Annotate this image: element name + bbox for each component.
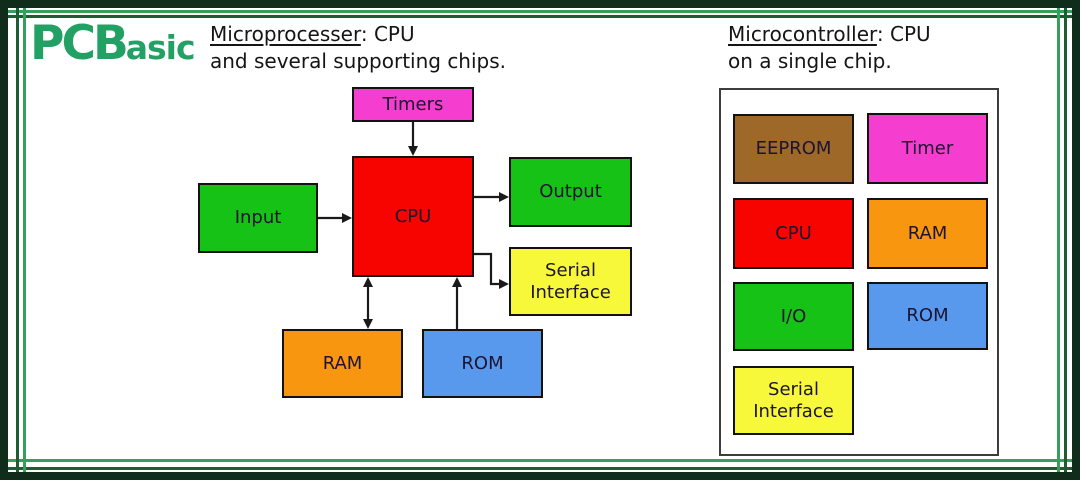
block-label: ROM xyxy=(461,352,504,374)
block-serial-interface: Serial Interface xyxy=(509,247,632,316)
block-ram: RAM xyxy=(282,329,403,398)
block-label: I/O xyxy=(780,305,807,327)
chip-block-serial-interface: Serial Interface xyxy=(733,366,854,435)
arrow-cpu-ram-bidirectional xyxy=(363,277,373,329)
frame-line-left-bright xyxy=(23,8,26,472)
block-label: Serial Interface xyxy=(753,378,834,422)
microcontroller-heading: Microcontroller: CPU on a single chip. xyxy=(728,21,931,75)
heading-line1: Microprocesser: CPU xyxy=(210,21,506,48)
block-label: Timers xyxy=(382,93,444,115)
block-label: Serial Interface xyxy=(530,259,611,303)
heading-term: Microprocesser xyxy=(210,22,361,46)
block-cpu: CPU xyxy=(352,156,474,277)
chip-block-timer: Timer xyxy=(867,113,988,184)
arrow-rom-to-cpu xyxy=(452,277,462,329)
heading-rest: : CPU xyxy=(876,22,931,46)
block-label: RAM xyxy=(322,352,363,374)
frame-line-top-bright xyxy=(8,10,1072,13)
frame-line-right-bright xyxy=(1057,8,1060,472)
chip-block-ram: RAM xyxy=(867,198,988,269)
block-label: CPU xyxy=(775,222,812,244)
block-input: Input xyxy=(198,183,318,253)
chip-block-rom: ROM xyxy=(867,282,988,350)
block-label: Timer xyxy=(901,137,954,159)
pcbasic-logo: PCBasic xyxy=(30,20,196,67)
block-label: Input xyxy=(234,207,282,228)
heading-line2: on a single chip. xyxy=(728,49,892,73)
block-timers: Timers xyxy=(352,87,474,122)
single-chip-container: EEPROM Timer CPU RAM I/O ROM Serial Inte… xyxy=(719,88,999,456)
frame-line-left-dark xyxy=(16,8,19,472)
block-label: CPU xyxy=(394,205,432,227)
arrow-cpu-to-serial xyxy=(474,252,509,289)
arrow-timers-to-cpu xyxy=(408,122,418,156)
arrow-cpu-to-output xyxy=(474,192,509,202)
block-label: RAM xyxy=(907,222,948,244)
logo-text-suffix: asic xyxy=(125,28,196,67)
chip-block-cpu: CPU xyxy=(733,198,854,269)
heading-line2: and several supporting chips. xyxy=(210,49,507,73)
frame-line-right-dark xyxy=(1064,8,1067,472)
logo-text-main: PCB xyxy=(30,16,129,71)
heading-line1: Microcontroller: CPU xyxy=(728,21,931,48)
arrow-input-to-cpu xyxy=(318,213,352,223)
frame-line-bottom-bright xyxy=(8,459,1072,462)
block-output: Output xyxy=(509,157,632,227)
heading-term: Microcontroller xyxy=(728,22,877,46)
block-label: EEPROM xyxy=(755,138,832,159)
microprocessor-heading: Microprocesser: CPU and several supporti… xyxy=(210,21,506,75)
block-rom: ROM xyxy=(422,329,543,398)
frame-line-bottom-dark xyxy=(8,467,1072,470)
chip-block-eeprom: EEPROM xyxy=(733,114,854,184)
block-label: Output xyxy=(539,181,602,202)
frame-line-top-dark xyxy=(8,15,1072,18)
heading-rest: : CPU xyxy=(360,22,415,46)
chip-block-io: I/O xyxy=(733,282,854,351)
block-label: ROM xyxy=(906,305,949,326)
